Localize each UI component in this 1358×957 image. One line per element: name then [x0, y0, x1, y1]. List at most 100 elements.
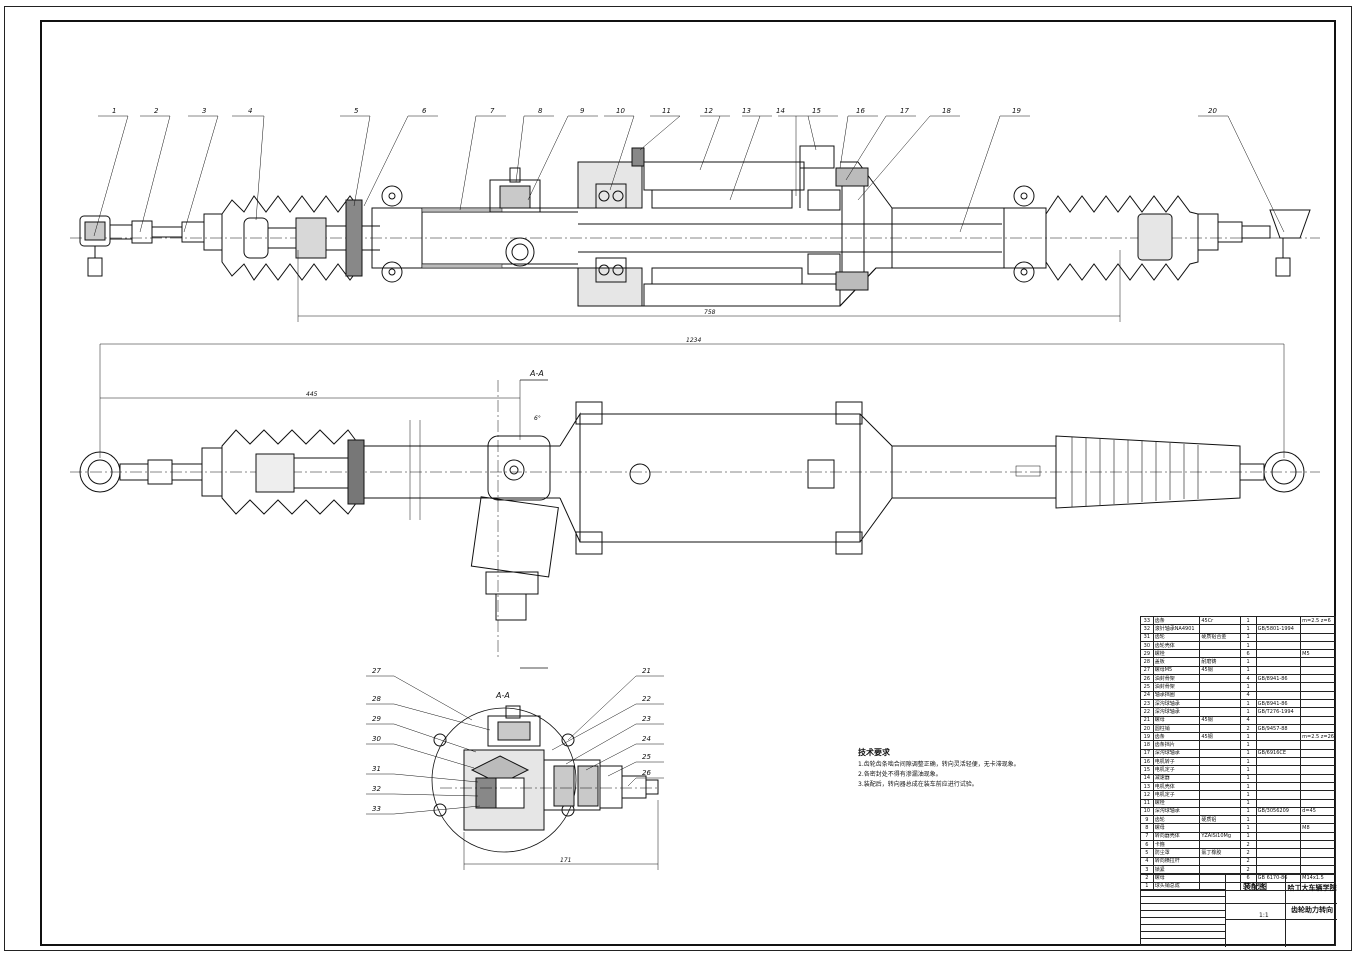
bom-cell-qty: 2 — [1239, 881, 1257, 891]
bom-cell-mat — [1199, 723, 1241, 734]
bom-cell-qty: 4 — [1239, 674, 1257, 684]
right-ball-joint — [1269, 209, 1311, 239]
bom-cell-rem — [1300, 856, 1336, 866]
bom-cell-rem — [1300, 657, 1336, 667]
bom-cell-rem — [1300, 848, 1336, 858]
bom-cell-no: 4 — [1140, 856, 1154, 866]
bom-cell-rem — [1300, 798, 1336, 808]
bom-cell-std: GB/6916CE — [1255, 748, 1302, 759]
part-num-7: 7 — [490, 107, 495, 115]
bom-cell-no: 30 — [1140, 640, 1154, 651]
bom-cell-mat — [1199, 748, 1241, 759]
bom-cell-rem — [1300, 715, 1336, 725]
bom-cell-mat: 45钢 — [1199, 715, 1241, 725]
bom-cell-no: 20 — [1140, 723, 1154, 734]
pinion-gear — [505, 237, 535, 267]
bom-cell-name: 齿条挡片 — [1152, 740, 1201, 750]
pinion-housing-exterior — [487, 435, 551, 501]
bom-cell-mat — [1199, 839, 1241, 850]
bom-cell-rem — [1300, 640, 1336, 651]
bom-cell-mat — [1199, 698, 1241, 709]
part-num-23: 23 — [642, 715, 651, 723]
bom-cell-qty: 1 — [1239, 757, 1257, 767]
section-label-bottom: A-A — [495, 691, 510, 700]
tech-item: 3.装配后，转向器总成在装车前应进行试验。 — [858, 781, 978, 788]
right-nut — [1217, 221, 1243, 243]
bom-cell-qty: 4 — [1239, 690, 1257, 700]
tech-item: 1.齿轮齿条啮合间隙调整正确，转向灵活轻便，无卡滞现象。 — [858, 761, 1020, 768]
bom-cell-mat — [1199, 690, 1241, 700]
part-num-12: 12 — [704, 107, 713, 115]
stator-upper — [643, 161, 805, 191]
scale: 1:1 — [1259, 912, 1269, 919]
bom-cell-std — [1255, 732, 1302, 742]
part-num-18: 18 — [942, 107, 951, 115]
drawing-frame — [40, 20, 1336, 946]
bom-cell-mat — [1199, 640, 1241, 651]
bom-cell-name: 齿条 — [1152, 615, 1201, 626]
bom-cell-std — [1255, 823, 1302, 833]
part-num-10: 10 — [616, 107, 625, 115]
bom-cell-std — [1255, 831, 1302, 842]
part-num-2: 2 — [154, 107, 159, 115]
bom-cell-no: 8 — [1140, 823, 1154, 833]
bom-cell-std: GB/5801-1994 — [1255, 624, 1302, 634]
bom-cell-name: 螺栓 — [1152, 798, 1201, 808]
bom-cell-mat — [1199, 682, 1241, 692]
bom-cell-no: 16 — [1140, 757, 1154, 767]
bom-cell-no: 14 — [1140, 773, 1154, 783]
part-num-20: 20 — [1208, 107, 1217, 115]
bom-cell-qty: 6 — [1239, 649, 1257, 659]
part-num-26: 26 — [642, 769, 651, 777]
bom-cell-rem — [1300, 698, 1336, 709]
bom-cell-qty: 2 — [1239, 864, 1257, 875]
bom-cell-std — [1255, 790, 1302, 800]
bom-cell-no: 23 — [1140, 698, 1154, 709]
bom-cell-qty: 1 — [1239, 624, 1257, 634]
bom-cell-name: 油封骨架 — [1152, 674, 1201, 684]
bom-cell-qty: 1 — [1239, 790, 1257, 800]
bom-cell-qty: 1 — [1239, 748, 1257, 759]
bom-cell-rem — [1300, 740, 1336, 750]
right-tie-rod-eye — [1263, 451, 1305, 493]
bom-cell-mat — [1199, 823, 1241, 833]
bom-cell-name: 减速器 — [1152, 773, 1201, 783]
outer-border — [4, 6, 1352, 951]
bom-cell-rem — [1300, 707, 1336, 717]
bom-cell-std — [1255, 632, 1302, 642]
bom-cell-rem — [1300, 839, 1336, 850]
bom-cell-name: 油封骨架 — [1152, 682, 1201, 692]
technical-requirements: 技术要求 1.齿轮齿条啮合间隙调整正确，转向灵活轻便，无卡滞现象。 2.各密封处… — [858, 748, 1128, 790]
bom-cell-name: 电机转子 — [1152, 757, 1201, 767]
bom-cell-std — [1255, 773, 1302, 783]
bom-cell-rem — [1300, 674, 1336, 684]
bom-cell-std — [1255, 798, 1302, 808]
bom-cell-qty: 2 — [1239, 839, 1257, 850]
bom-cell-std: GB/3056209 — [1255, 806, 1302, 817]
dim-1234: 1234 — [686, 337, 701, 344]
organization: 哈工大车辆学院 — [1287, 884, 1337, 892]
part-num-17: 17 — [900, 107, 909, 115]
bom-cell-qty: 1 — [1239, 615, 1257, 626]
bom-cell-qty: 2 — [1239, 848, 1257, 858]
bom-cell-rem — [1300, 748, 1336, 759]
bom-cell-mat — [1199, 856, 1241, 866]
section-label-top: A-A — [529, 369, 544, 378]
bom-cell-name: 螺母 — [1152, 715, 1201, 725]
section-aa-outline — [431, 707, 577, 853]
bom-cell-name: 螺栓 — [1152, 649, 1201, 659]
bom-cell-name: 齿轮 — [1152, 632, 1201, 642]
bom-cell-mat — [1199, 649, 1241, 659]
part-num-4: 4 — [248, 107, 252, 115]
bom-cell-rem — [1300, 765, 1336, 775]
